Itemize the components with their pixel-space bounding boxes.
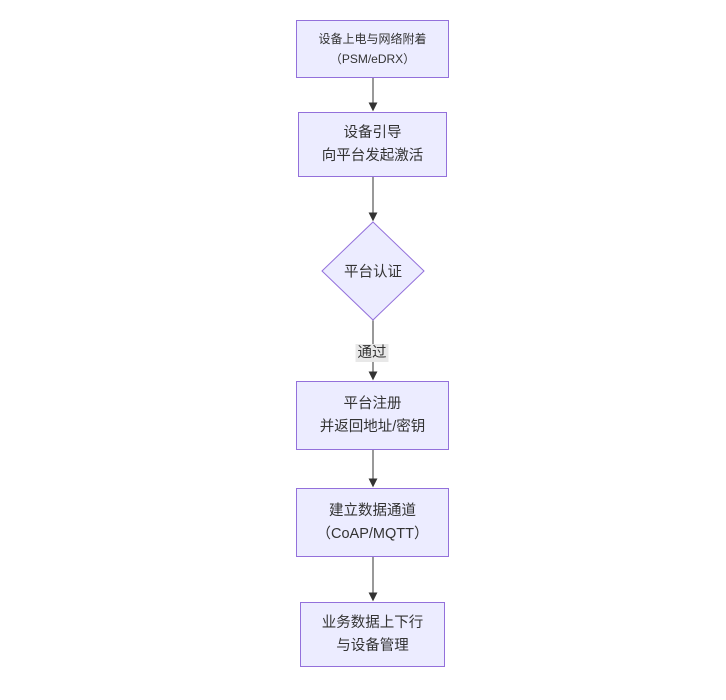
node-auth-label: 平台认证 (344, 264, 402, 281)
node-data-channel: 建立数据通道 （CoAP/MQTT） (296, 488, 449, 557)
node-data-channel-line2: （CoAP/MQTT） (316, 525, 429, 542)
node-business-data-line1: 业务数据上下行 (321, 614, 424, 631)
node-power-on-line1: 设备上电与网络附着 (318, 32, 427, 46)
node-register: 平台注册 并返回地址/密钥 (296, 381, 449, 450)
node-bootstrap: 设备引导 向平台发起激活 (298, 112, 447, 177)
node-register-line2: 并返回地址/密钥 (319, 418, 426, 435)
edge-label-pass: 通过 (355, 344, 389, 362)
node-power-on-line2: （PSM/eDRX） (329, 52, 416, 66)
decision-diamond-shape (321, 221, 425, 321)
node-business-data-line2: 与设备管理 (336, 637, 409, 654)
node-bootstrap-line2: 向平台发起激活 (321, 147, 424, 164)
node-register-line1: 平台注册 (343, 395, 402, 412)
node-power-on: 设备上电与网络附着 （PSM/eDRX） (296, 20, 449, 78)
node-business-data: 业务数据上下行 与设备管理 (300, 602, 445, 667)
node-bootstrap-line1: 设备引导 (343, 124, 402, 141)
node-data-channel-line1: 建立数据通道 (329, 502, 416, 519)
